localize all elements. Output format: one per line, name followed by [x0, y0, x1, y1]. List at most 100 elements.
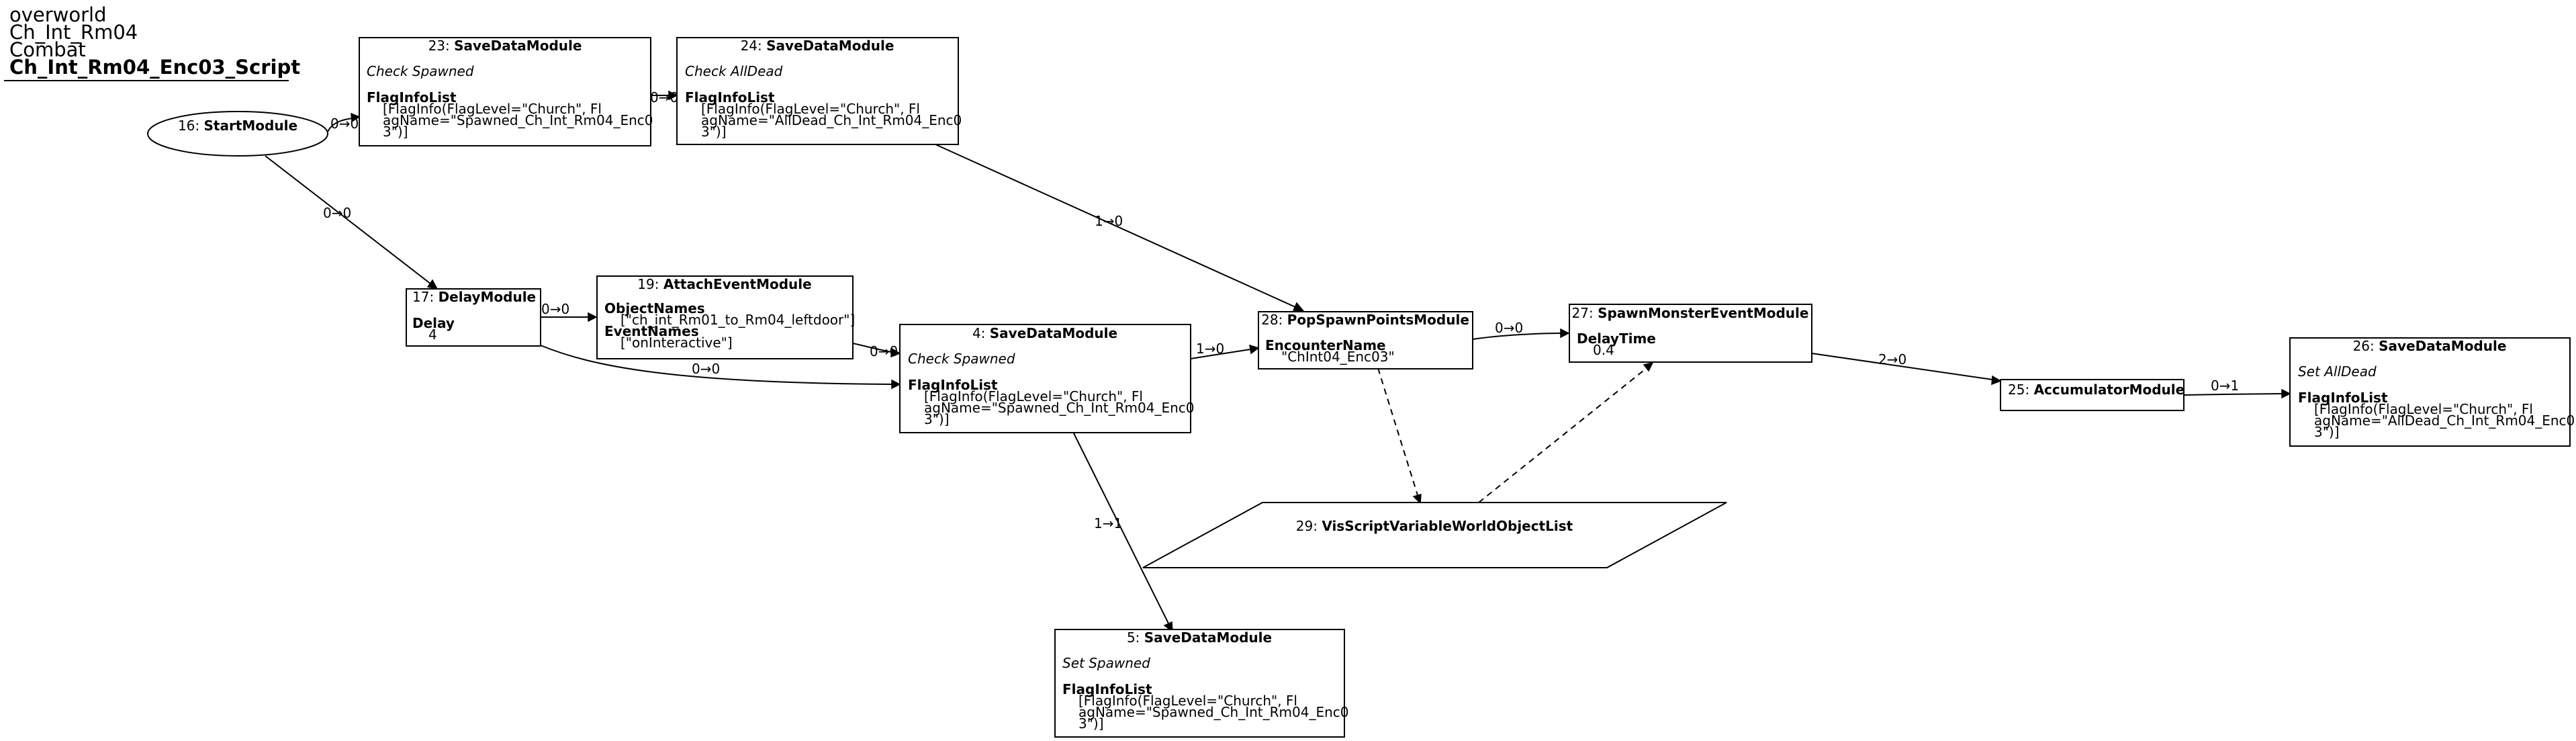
- prop-value-line-2: agName="Spawned_Ch_Int_Rm04_Enc0: [924, 400, 1195, 416]
- node-19-attach-event-module[interactable]: 19: AttachEventModule ObjectNames ["ch_i…: [596, 275, 855, 359]
- script-name: Ch_Int_Rm04_Enc03_Script: [9, 56, 300, 79]
- node-type: SaveDataModule: [2379, 338, 2506, 354]
- node-4-save-data-module[interactable]: 4: SaveDataModule Check Spawned FlagInfo…: [899, 324, 1195, 433]
- node-type: SaveDataModule: [766, 38, 894, 54]
- graph-header: overworld Ch_Int_Rm04 Combat Ch_Int_Rm04…: [4, 3, 300, 81]
- node-type: VisScriptVariableWorldObjectList: [1322, 518, 1573, 534]
- prop-name: FlagInfoList: [908, 377, 998, 393]
- node-29-world-object-list-variable[interactable]: 29: VisScriptVariableWorldObjectList: [1142, 502, 1727, 568]
- node-id: 24: [741, 38, 757, 54]
- edge-label: 1→0: [1196, 341, 1224, 357]
- prop-name: FlagInfoList: [367, 89, 457, 105]
- prop-value-line-3: 3")]: [1078, 715, 1104, 732]
- node-27-spawn-monster-event-module[interactable]: 27: SpawnMonsterEventModule DelayTime 0.…: [1569, 304, 1812, 363]
- edge-label: 2→0: [1878, 351, 1906, 367]
- svg-text:16: StartModule: 16: StartModule: [178, 118, 297, 134]
- node-id: 26: [2353, 338, 2370, 354]
- edge-17-4[interactable]: 0→0: [540, 345, 901, 390]
- edge-28-27[interactable]: 0→0: [1472, 320, 1570, 340]
- edge-25-26[interactable]: 0→1: [2183, 378, 2291, 399]
- header-line-1: overworld: [9, 3, 107, 26]
- svg-text:17: DelayModule: 17: DelayModule: [412, 289, 536, 305]
- prop-value-line-1: [FlagInfo(FlagLevel="Church", Fl: [383, 101, 602, 117]
- node-type: SaveDataModule: [1144, 629, 1272, 646]
- node-comment: Check AllDead: [685, 63, 783, 79]
- edge-label: 0→0: [323, 205, 351, 221]
- edge-16-17[interactable]: 0→0: [265, 155, 439, 290]
- prop-value-line-2: agName="Spawned_Ch_Int_Rm04_Enc0: [383, 112, 653, 128]
- node-comment: Set AllDead: [2298, 363, 2377, 380]
- prop-value-line-2: agName="Spawned_Ch_Int_Rm04_Enc0: [1078, 704, 1349, 720]
- prop-value-line-1: [FlagInfo(FlagLevel="Church", Fl: [924, 388, 1143, 404]
- nodes: 16: StartModule 23: SaveDataModule Check…: [147, 37, 2575, 738]
- node-id: 25: [2008, 382, 2025, 398]
- node-id: 28: [1261, 312, 1278, 328]
- node-id: 4: [972, 325, 981, 341]
- prop-value-line-3: 3")]: [924, 411, 950, 427]
- svg-text:19: AttachEventModule: 19: AttachEventModule: [637, 276, 811, 292]
- node-type: PopSpawnPointsModule: [1287, 312, 1469, 328]
- node-id: 16: [178, 118, 195, 134]
- prop-value-line-1: [FlagInfo(FlagLevel="Church", Fl: [1078, 693, 1297, 709]
- node-25-accumulator-module[interactable]: 25: AccumulatorModule: [2000, 379, 2184, 411]
- edge-label: 0→0: [1495, 320, 1523, 336]
- svg-text:5: SaveDataModule: 5: SaveDataModule: [1127, 629, 1272, 646]
- node-23-save-data-module[interactable]: 23: SaveDataModule Check Spawned FlagInf…: [359, 37, 653, 146]
- prop-value-2: ["onInteractive"]: [620, 335, 733, 351]
- edge-4-5[interactable]: 1→1: [1072, 431, 1173, 633]
- svg-text:25: AccumulatorModule: 25: AccumulatorModule: [2008, 382, 2184, 398]
- header-line-3: Combat: [9, 38, 86, 61]
- prop-value-line-2: agName="AllDead_Ch_Int_Rm04_Enc0: [701, 112, 962, 128]
- svg-text:27: SpawnMonsterEventModule: 27: SpawnMonsterEventModule: [1572, 305, 1809, 321]
- svg-text:29: VisScriptVariableWorldObje: 29: VisScriptVariableWorldObjectList: [1296, 518, 1573, 534]
- node-type: SpawnMonsterEventModule: [1598, 305, 1808, 321]
- edge-28-29-dashed: [1377, 367, 1422, 505]
- edge-16-23[interactable]: 0→0: [327, 112, 361, 132]
- prop-value: 0.4: [1593, 342, 1614, 358]
- prop-name-1: ObjectNames: [604, 300, 705, 316]
- edge-label: 0→0: [650, 89, 678, 105]
- node-5-save-data-module[interactable]: 5: SaveDataModule Set Spawned FlagInfoLi…: [1054, 629, 1349, 738]
- edge-19-4[interactable]: 0→0: [852, 343, 901, 359]
- node-28-pop-spawn-points-module[interactable]: 28: PopSpawnPointsModule EncounterName "…: [1258, 311, 1473, 369]
- edge-23-24[interactable]: 0→0: [650, 89, 678, 105]
- edge-label: 1→0: [1095, 213, 1123, 229]
- prop-value-line-3: 3")]: [383, 124, 408, 140]
- node-16-start-module[interactable]: 16: StartModule: [147, 111, 328, 157]
- edge-4-28[interactable]: 1→0: [1190, 341, 1260, 359]
- node-24-save-data-module[interactable]: 24: SaveDataModule Check AllDead FlagInf…: [676, 37, 962, 145]
- svg-text:24: SaveDataModule: 24: SaveDataModule: [741, 38, 894, 54]
- prop-name: FlagInfoList: [685, 89, 775, 105]
- prop-name: Delay: [412, 315, 455, 331]
- node-type: StartModule: [204, 118, 298, 134]
- prop-value-line-2: agName="AllDead_Ch_Int_Rm04_Enc0: [2314, 412, 2575, 429]
- edge-17-19[interactable]: 0→0: [541, 301, 598, 322]
- edge-27-25[interactable]: 2→0: [1811, 351, 2002, 386]
- node-type: SaveDataModule: [454, 38, 582, 54]
- prop-value: 4: [428, 326, 437, 343]
- node-comment: Check Spawned: [367, 63, 474, 79]
- svg-text:4: SaveDataModule: 4: SaveDataModule: [972, 325, 1117, 341]
- prop-name-2: EventNames: [604, 323, 699, 339]
- node-type: SaveDataModule: [990, 325, 1117, 341]
- edge-label: 0→0: [541, 301, 569, 317]
- prop-value-line-3: 3")]: [2314, 424, 2340, 440]
- prop-value-1: ["ch_int_Rm01_to_Rm04_leftdoor"]: [620, 312, 855, 328]
- node-type: AttachEventModule: [663, 276, 812, 292]
- edge-label: 0→0: [692, 361, 720, 377]
- node-26-save-data-module[interactable]: 26: SaveDataModule Set AllDead FlagInfoL…: [2289, 337, 2575, 447]
- prop-value: "ChInt04_Enc03": [1281, 349, 1395, 365]
- edge-24-28[interactable]: 1→0: [935, 144, 1305, 312]
- prop-name: EncounterName: [1265, 337, 1386, 353]
- node-id: 5: [1127, 629, 1136, 646]
- node-17-delay-module[interactable]: 17: DelayModule Delay 4: [406, 288, 541, 347]
- edge-label: 1→1: [1094, 515, 1122, 531]
- prop-name: DelayTime: [1577, 331, 1656, 347]
- node-comment: Check Spawned: [908, 351, 1015, 367]
- edge-29-27-dashed: [1478, 361, 1654, 503]
- edge-label: 0→1: [2211, 378, 2239, 394]
- edge-label: 0→0: [870, 343, 898, 359]
- node-id: 29: [1296, 518, 1313, 534]
- node-id: 27: [1572, 305, 1589, 321]
